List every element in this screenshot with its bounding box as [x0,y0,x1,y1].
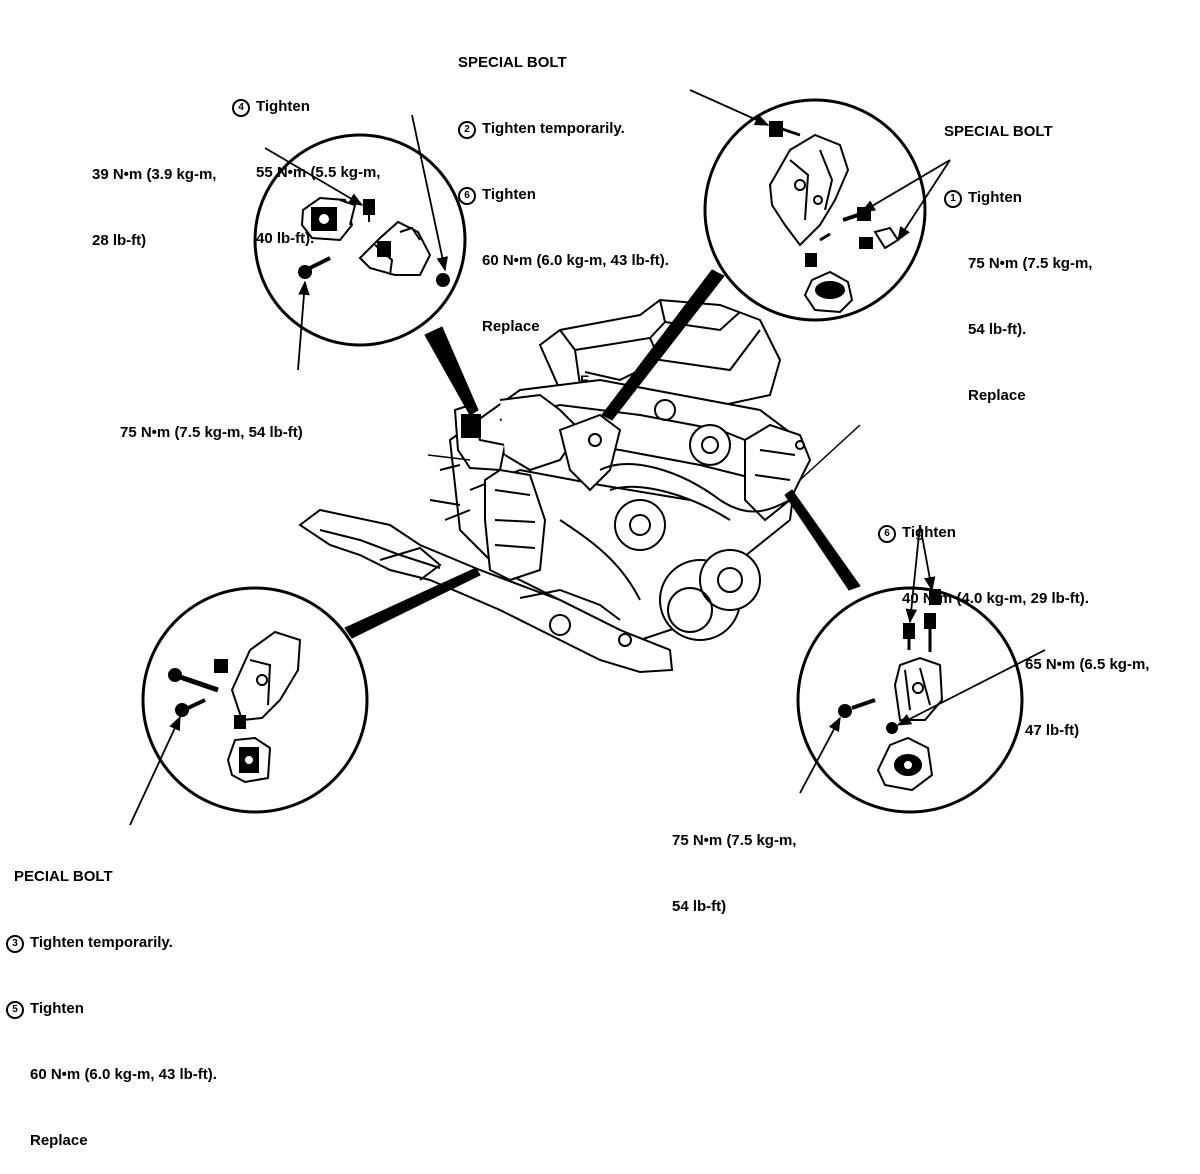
tighten-action: Tighten [902,524,956,541]
torque-value-line1: 75 N•m (7.5 kg-m, [968,255,1093,272]
torque-value-line2: 40 lb-ft). [256,230,315,247]
step-number-icon: 6 [878,525,896,543]
svg-text:E: E [580,372,589,388]
callout-circles [141,98,1024,814]
tighten-temporarily-action: Tighten temporarily. [482,120,625,137]
step-number-icon: 5 [6,1001,24,1019]
engine-mount-diagram: E [129,89,1046,826]
label-bottom-right-torque: 75 N•m (7.5 kg-m, 54 lb-ft) [672,786,796,940]
torque-value-line1: 39 N•m (3.9 kg-m, [92,166,217,183]
replace-note: Replace [30,1132,88,1149]
callout-circle-bottom-right [796,586,1024,814]
label-top-left-tighten: 4 Tighten 55 N•m (5.5 kg-m, 40 lb-ft). [232,52,380,272]
bottom-left-mount-parts [168,630,302,784]
special-bolt-title: SPECIAL BOLT [944,123,1053,140]
label-right-torque: 65 N•m (6.5 kg-m, 47 lb-ft) [1025,610,1149,764]
torque-value-line1: 75 N•m (7.5 kg-m, [672,832,797,849]
tighten-action: Tighten [30,1000,84,1017]
step-number-icon: 3 [6,935,24,953]
tighten-action: Tighten [968,189,1022,206]
label-bottom-left-special-bolt: PECIAL BOLT 3 Tighten temporarily. 5 Tight… [6,822,217,1174]
callout-circle-top-right [703,98,927,322]
torque-value-line1: 60 N•m (6.0 kg-m, 43 lb-ft). [482,252,669,269]
label-right-tighten: 6 Tighten 40 N•m (4.0 kg-m, 29 lb-ft). [878,478,1089,632]
step-number-icon: 2 [458,121,476,139]
torque-value-line1: 60 N•m (6.0 kg-m, 43 lb-ft). [30,1066,217,1083]
top-left-mount-parts [298,196,450,287]
step-number-icon: 4 [232,99,250,117]
tighten-action: Tighten [256,98,310,115]
engine-assembly: E [298,298,861,674]
torque-value-line1: 40 N•m (4.0 kg-m, 29 lb-ft). [902,590,1089,607]
torque-value-line1: 55 N•m (5.5 kg-m, [256,164,381,181]
torque-value: 75 N•m (7.5 kg-m, 54 lb-ft) [120,424,303,441]
label-left-torque: 39 N•m (3.9 kg-m, 28 lb-ft) [92,120,216,274]
tighten-temporarily-action: Tighten temporarily. [30,934,173,951]
replace-note: Replace [968,387,1026,404]
label-top-center-special-bolt: SPECIAL BOLT 2 Tighten temporarily. 6 Tigh… [458,8,669,360]
special-bolt-title: SPECIAL BOLT [458,54,567,71]
callout-pointers [344,269,861,639]
special-bolt-title: PECIAL BOLT [14,868,113,885]
callout-circle-top-left [253,133,467,347]
label-left-bottom-torque: 75 N•m (7.5 kg-m, 54 lb-ft) [120,378,303,466]
torque-value-line2: 28 lb-ft) [92,232,147,249]
bottom-right-mount-parts [838,589,944,792]
step-number-icon: 6 [458,187,476,205]
torque-value-line2: 47 lb-ft) [1025,722,1080,739]
callout-circle-bottom-left [141,586,369,814]
step-number-icon: 1 [944,190,962,208]
replace-note: Replace [482,318,540,335]
leader-lines [129,89,1046,826]
torque-value-line2: 54 lb-ft). [968,321,1027,338]
tighten-action: Tighten [482,186,536,203]
torque-value-line1: 65 N•m (6.5 kg-m, [1025,656,1150,673]
top-right-mount-parts [768,121,900,314]
torque-value-line2: 54 lb-ft) [672,898,727,915]
